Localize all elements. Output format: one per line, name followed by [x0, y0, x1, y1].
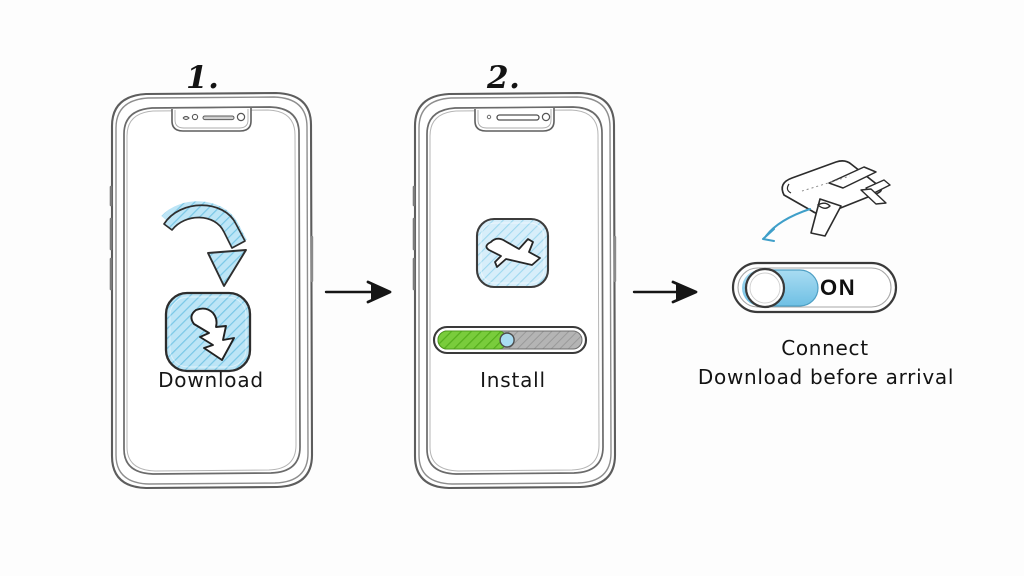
download-gesture-arrow [161, 201, 247, 287]
install-progress-bar [432, 325, 588, 355]
phone-1 [109, 91, 314, 490]
connect-caption-line2: Download before arrival [697, 365, 955, 389]
airplane-app-icon[interactable] [475, 217, 550, 289]
airplane-mode-toggle[interactable] [731, 261, 898, 314]
arrow-step2-to-connect [632, 280, 698, 304]
phone-2 [412, 91, 617, 490]
arrow-step1-to-step2 [324, 280, 392, 304]
step-number-1: 1. [186, 60, 220, 96]
install-label: Install [480, 368, 546, 392]
download-app-icon[interactable] [164, 291, 252, 373]
step-number-2: 2. [487, 60, 521, 96]
download-label: Download [158, 368, 264, 392]
airplane-flying-icon [762, 160, 891, 242]
connect-caption-line1: Connect [781, 336, 869, 360]
toggle-state-label: ON [820, 275, 857, 300]
